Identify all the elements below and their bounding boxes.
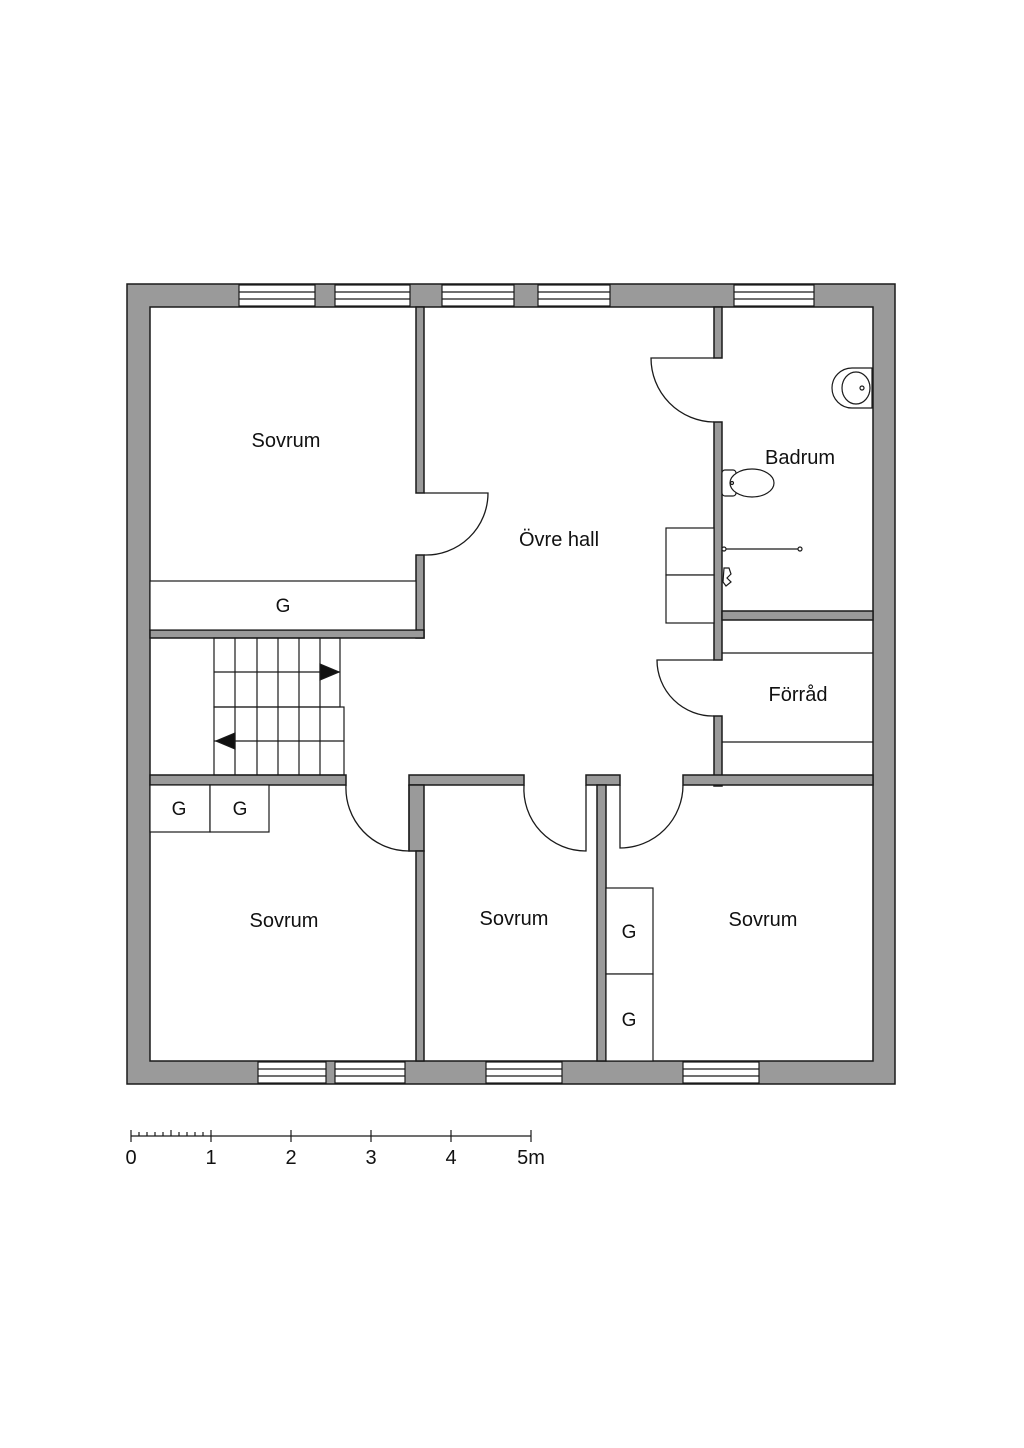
wardrobe-label: G [622,1010,637,1031]
stair-arrow-icon [214,732,236,750]
window-north-3 [441,284,515,307]
window-south-1 [257,1061,327,1084]
scale-label: 0 [125,1147,136,1169]
room-label-bedroom-s: Sovrum [480,908,549,930]
wall-south-rooms-top-b [585,774,621,786]
wall-south-rooms-top-c [682,774,874,786]
room-labels: Sovrum Övre hall Badrum Förråd Sovrum So… [250,430,835,932]
window-south-4 [682,1061,760,1084]
wardrobe-label: G [622,922,637,943]
door-bathroom [650,357,715,423]
wardrobe-sw-1 [149,784,211,833]
wall-bath-west-mid [713,421,723,661]
scale-label: 4 [445,1147,456,1169]
scale-bar-major-ticks [130,1130,532,1142]
scale-label: 5m [517,1147,545,1169]
room-label-bedroom-se: Sovrum [729,909,798,931]
room-label-bedroom-sw: Sovrum [250,910,319,932]
wall-nw-bedroom-east [415,306,425,494]
toilet-icon [721,468,775,498]
wall-bath-west-top [713,306,723,359]
wall-sw-bedroom-east-top [408,784,425,852]
scale-bar-minor-ticks [138,1130,204,1136]
room-label-hall: Övre hall [519,529,599,551]
doors [345,357,715,852]
wall-s-bedroom-east [596,784,607,1062]
wardrobe-labels: G G G G G [172,596,637,1031]
wardrobe-se-2 [605,973,654,1062]
door-storage [656,659,715,717]
wardrobe-nw [149,580,417,631]
scale-label: 1 [205,1147,216,1169]
scale-bar [130,1130,532,1142]
built-ins [149,527,873,1062]
room-label-bathroom: Badrum [765,447,835,469]
wall-sw-bedroom-east [415,850,425,1062]
stair-arrow-icon [319,663,341,681]
wall-nw-bedroom-south [149,629,425,639]
scale-label: 2 [285,1147,296,1169]
wall-south-rooms-top-a [408,774,525,786]
window-south-2 [334,1061,406,1084]
wall-nw-bedroom-east-lower [415,554,425,639]
wardrobe-label: G [276,596,291,617]
window-north-2 [334,284,411,307]
walls [126,283,896,1085]
hall-cabinet-top [665,527,715,576]
windows [238,284,815,1084]
wardrobe-label: G [172,799,187,820]
staircase [213,637,345,776]
door-nw-bedroom [423,492,489,556]
wardrobe-label: G [233,799,248,820]
shower-icon [721,546,803,587]
hall-cabinet-bottom [665,574,715,624]
scale-label: 3 [365,1147,376,1169]
door-se-bedroom [619,784,684,849]
window-north-4 [537,284,611,307]
wall-bath-west-low [713,715,723,787]
sink-icon [831,367,873,409]
door-sw-bedroom [345,784,410,852]
scale-bar-labels: 0 1 2 3 4 5m [125,1147,544,1169]
wall-bath-south [721,610,874,621]
window-south-3 [485,1061,563,1084]
room-label-storage: Förråd [769,684,828,706]
wall-stair-south [149,774,347,786]
wardrobe-se-1 [605,887,654,975]
room-label-bedroom-nw: Sovrum [252,430,321,452]
window-north-5 [733,284,815,307]
wardrobe-sw-2 [209,784,270,833]
window-north-1 [238,284,316,307]
door-s-bedroom [523,784,587,852]
